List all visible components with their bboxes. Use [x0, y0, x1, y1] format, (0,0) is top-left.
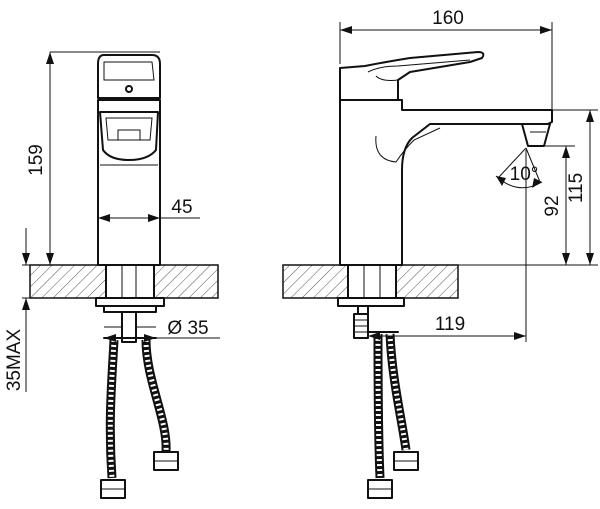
dimension-label-159: 159: [26, 144, 47, 176]
dimension-total-height: 115: [458, 109, 598, 266]
front-faucet-body: [97, 54, 161, 266]
side-view: 160 115 92 119: [282, 8, 598, 499]
dimension-label-119: 119: [435, 314, 465, 335]
dimension-label-45: 45: [171, 197, 192, 218]
dimension-label-160: 160: [432, 8, 464, 29]
front-hoses: [100, 339, 179, 499]
side-mounting-shank: [337, 264, 405, 339]
dimension-spout-angle: 10°: [495, 147, 543, 189]
dimension-label-115: 115: [566, 173, 587, 203]
dimension-front-width: 45: [98, 197, 200, 222]
dimension-spout-height: 92: [542, 145, 575, 265]
side-faucet-body: [339, 51, 553, 266]
dimension-spout-reach: 119: [368, 150, 527, 342]
front-view: 159 45 Ø 35 35MAX: [4, 51, 220, 499]
dimension-thread-diameter: Ø 35: [104, 318, 220, 342]
dimension-label-92: 92: [542, 195, 563, 216]
dimension-side-length: 160: [339, 8, 553, 110]
dimension-front-height: 159: [26, 51, 160, 265]
dimension-label-10-degrees: 10°: [510, 164, 539, 185]
front-mounting-shank: [95, 264, 165, 343]
dimension-label-diameter-35: Ø 35: [167, 318, 208, 339]
dimension-counter-max: 35MAX: [4, 228, 30, 392]
side-hoses: [367, 333, 419, 499]
dimension-label-35max: 35MAX: [4, 329, 25, 392]
